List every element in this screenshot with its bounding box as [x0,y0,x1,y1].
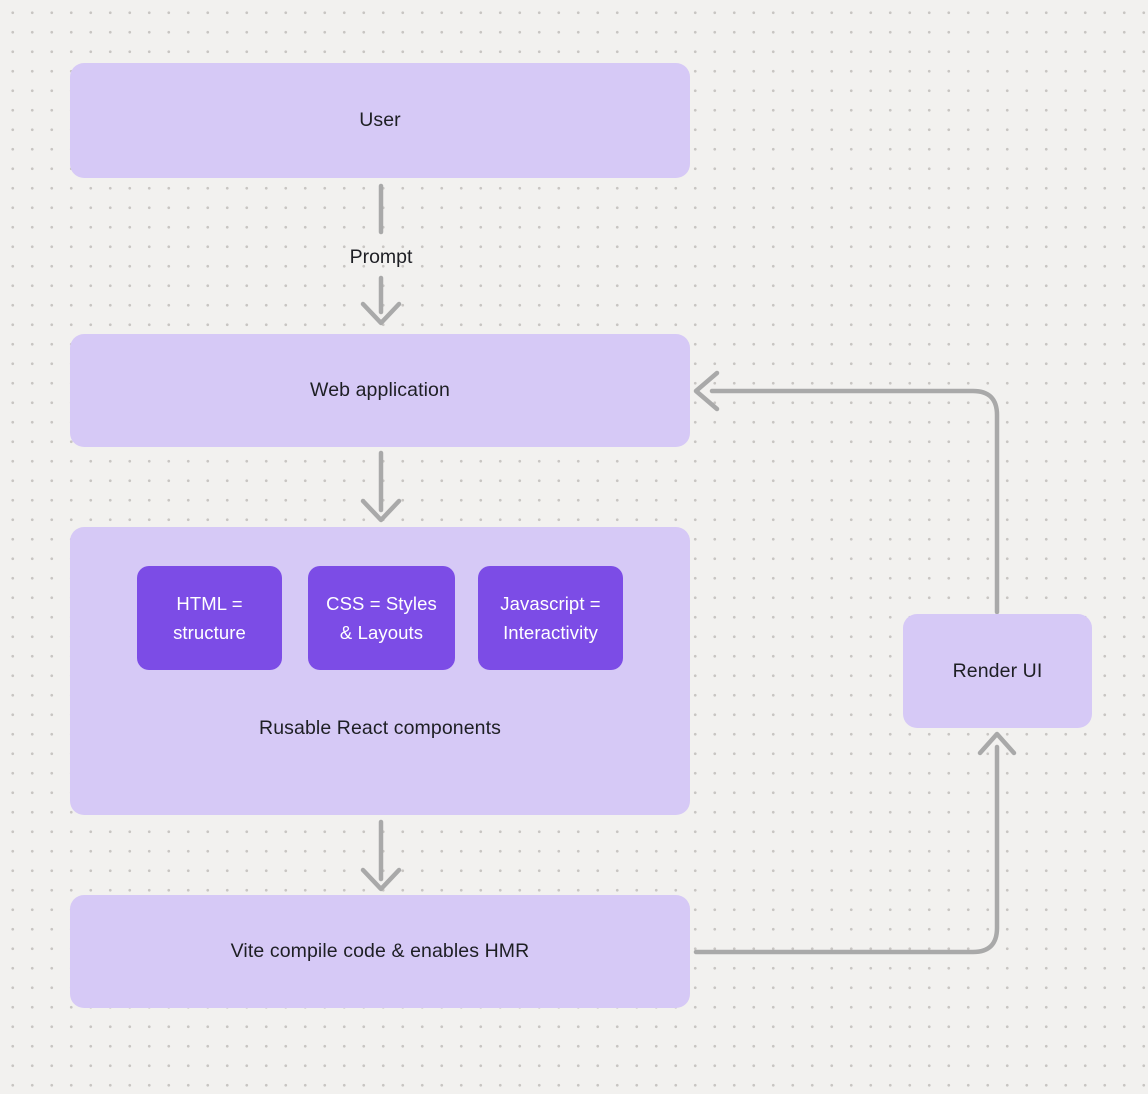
edge-renderui-to-webapp-arrowhead-icon [693,370,720,412]
node-user-label: User [359,109,401,131]
node-web-application-label: Web application [310,379,450,401]
edge-label-prompt: Prompt [349,246,413,268]
node-components-container[interactable]: HTML = structure CSS = Styles & Layouts … [70,527,690,815]
chip-css[interactable]: CSS = Styles & Layouts [308,566,455,670]
edge-webapp-to-components-arrowhead-icon [360,498,402,523]
node-render-ui-label: Render UI [952,659,1043,682]
chip-css-label: CSS = Styles & Layouts [326,593,437,643]
edge-user-to-webapp-arrowhead-icon [360,301,402,326]
edge-vite-to-renderui-line [693,744,1000,955]
chip-html[interactable]: HTML = structure [137,566,282,670]
edge-renderui-to-webapp-line [709,388,1000,615]
chip-html-label: HTML = structure [173,593,246,643]
chip-javascript-label: Javascript = Interactivity [500,593,601,643]
edge-components-to-vite-arrowhead-icon [360,867,402,892]
node-user[interactable]: User [70,63,690,178]
node-web-application[interactable]: Web application [70,334,690,447]
node-components-label: Rusable React components [259,717,501,739]
node-vite[interactable]: Vite compile code & enables HMR [70,895,690,1008]
edge-vite-to-renderui-arrowhead-icon [977,731,1017,756]
node-vite-label: Vite compile code & enables HMR [230,940,530,962]
chip-javascript[interactable]: Javascript = Interactivity [478,566,623,670]
node-render-ui[interactable]: Render UI [903,614,1092,728]
